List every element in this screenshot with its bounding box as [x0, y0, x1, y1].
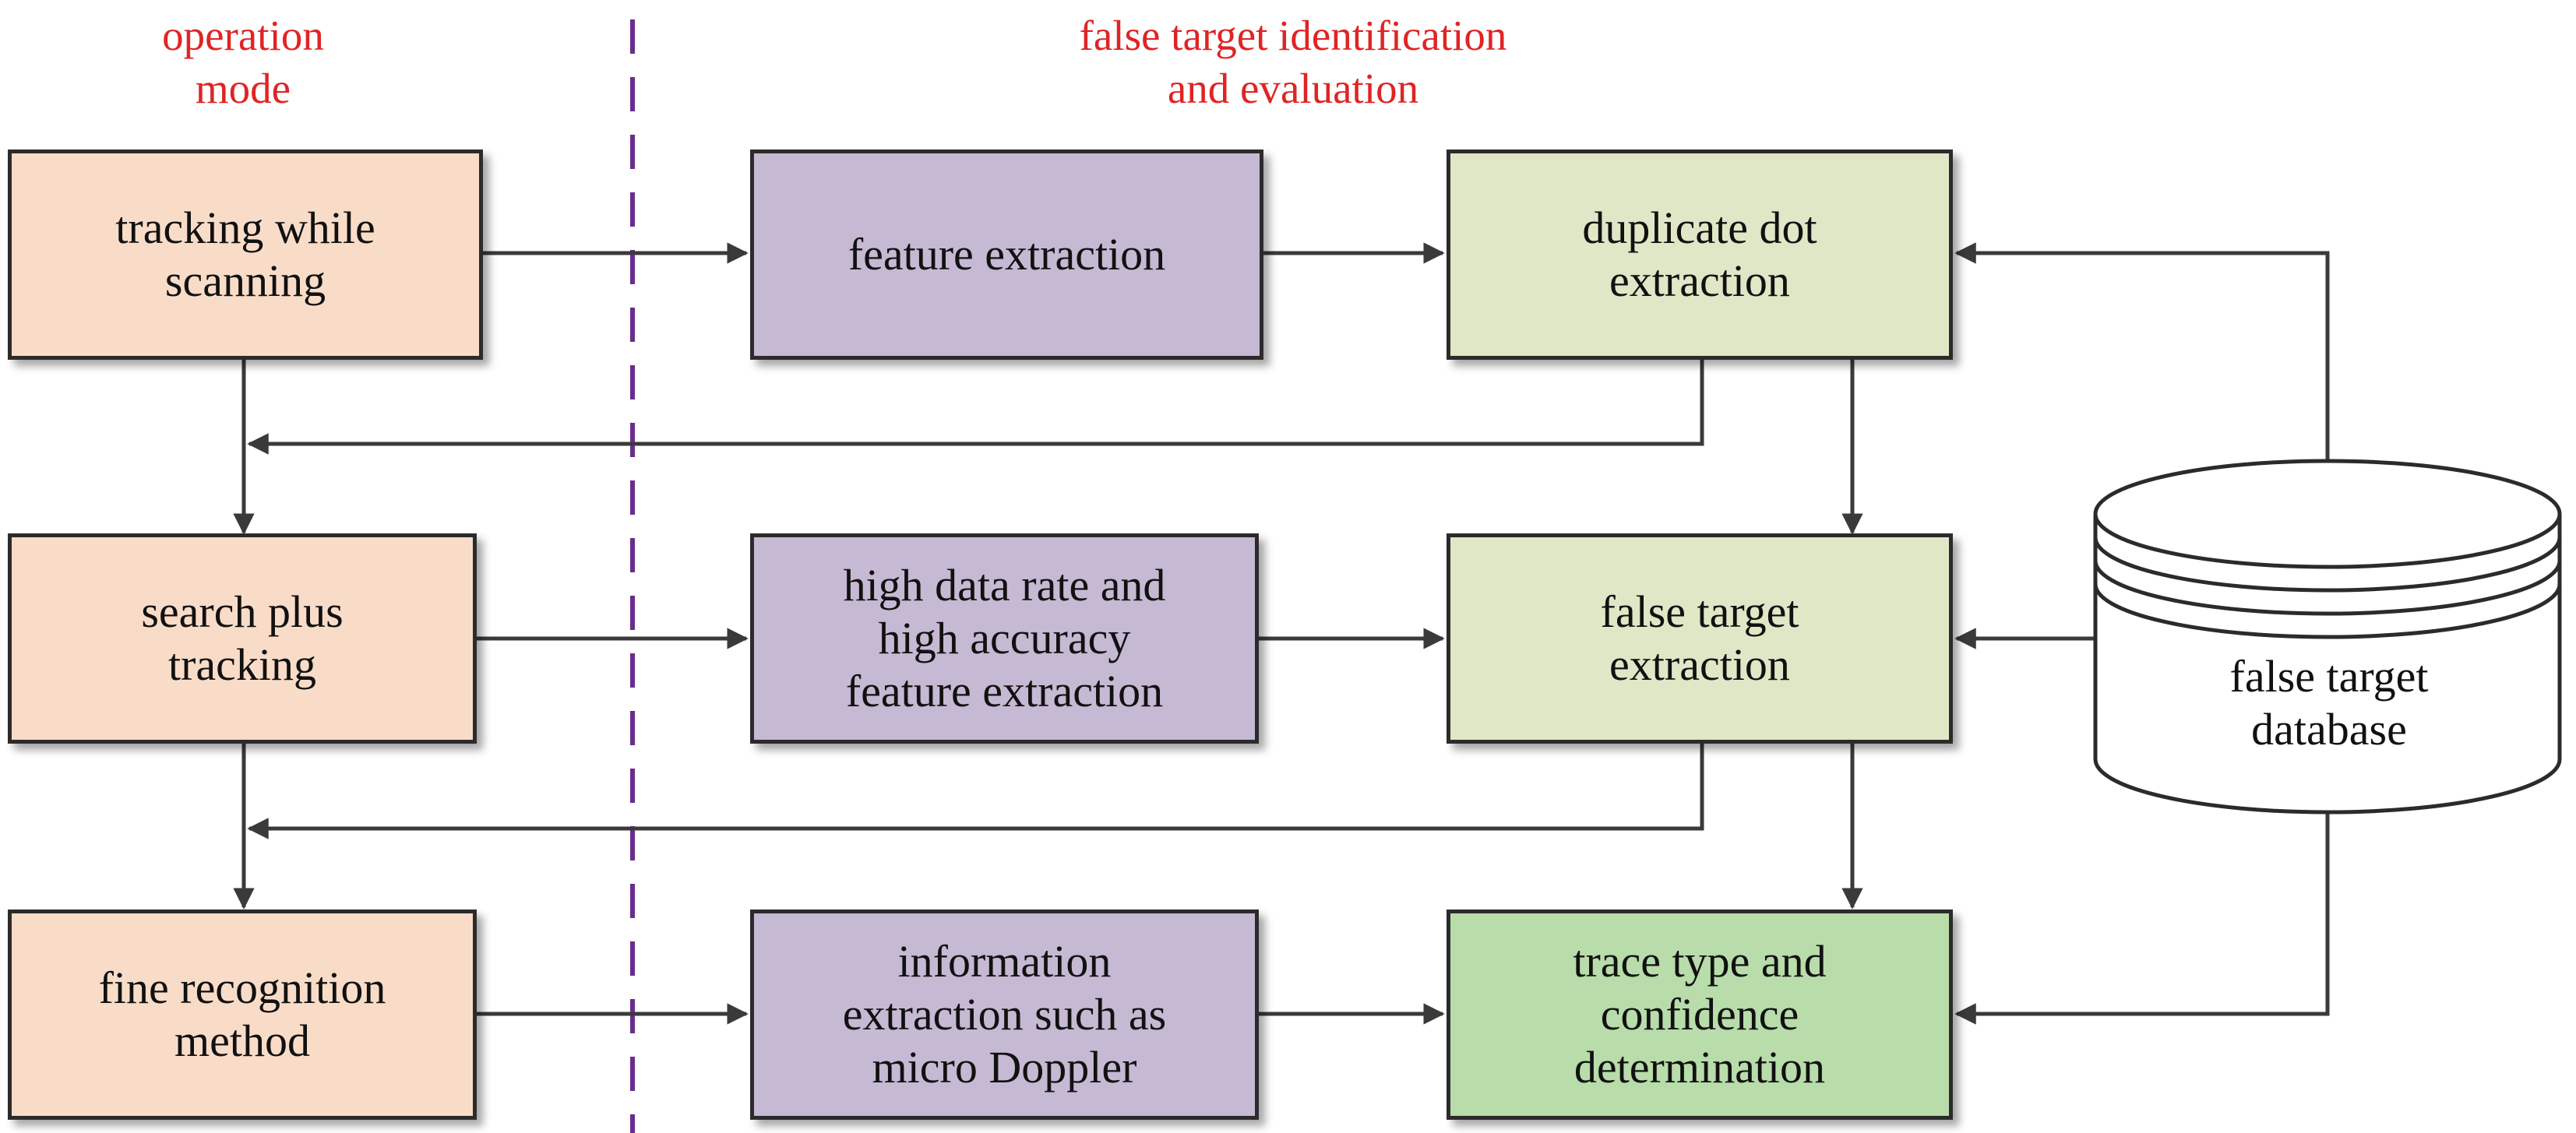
- feedback-result2-to-mode-column: [247, 744, 1704, 839]
- trace-type-confidence-box: trace type and confidence determination: [1447, 910, 1953, 1120]
- arrow-database-to-result1: [1954, 242, 2330, 475]
- heading-operation-mode: operation mode: [162, 12, 324, 112]
- feedback-result1-to-mode-column: [247, 360, 1704, 455]
- information-extraction-box: information extraction such as micro Dop…: [750, 910, 1259, 1120]
- heading-false-target-identification: false target identification and evaluati…: [1079, 12, 1507, 112]
- feature-extraction-box: feature extraction: [750, 150, 1263, 360]
- false-target-extraction-box: false target extraction: [1447, 533, 1953, 744]
- mode-fine-recognition-method: fine recognition method: [8, 910, 477, 1120]
- false-target-database-label: false target database: [2229, 651, 2429, 755]
- mode-search-plus-tracking: search plus tracking: [8, 533, 477, 744]
- high-data-rate-feature-extraction-box: high data rate and high accuracy feature…: [750, 533, 1259, 744]
- mode-tracking-while-scanning: tracking while scanning: [8, 150, 483, 360]
- database-cylinder: [2093, 459, 2562, 815]
- duplicate-dot-extraction-box: duplicate dot extraction: [1447, 150, 1953, 360]
- arrow-database-to-result3: [1954, 810, 2330, 1025]
